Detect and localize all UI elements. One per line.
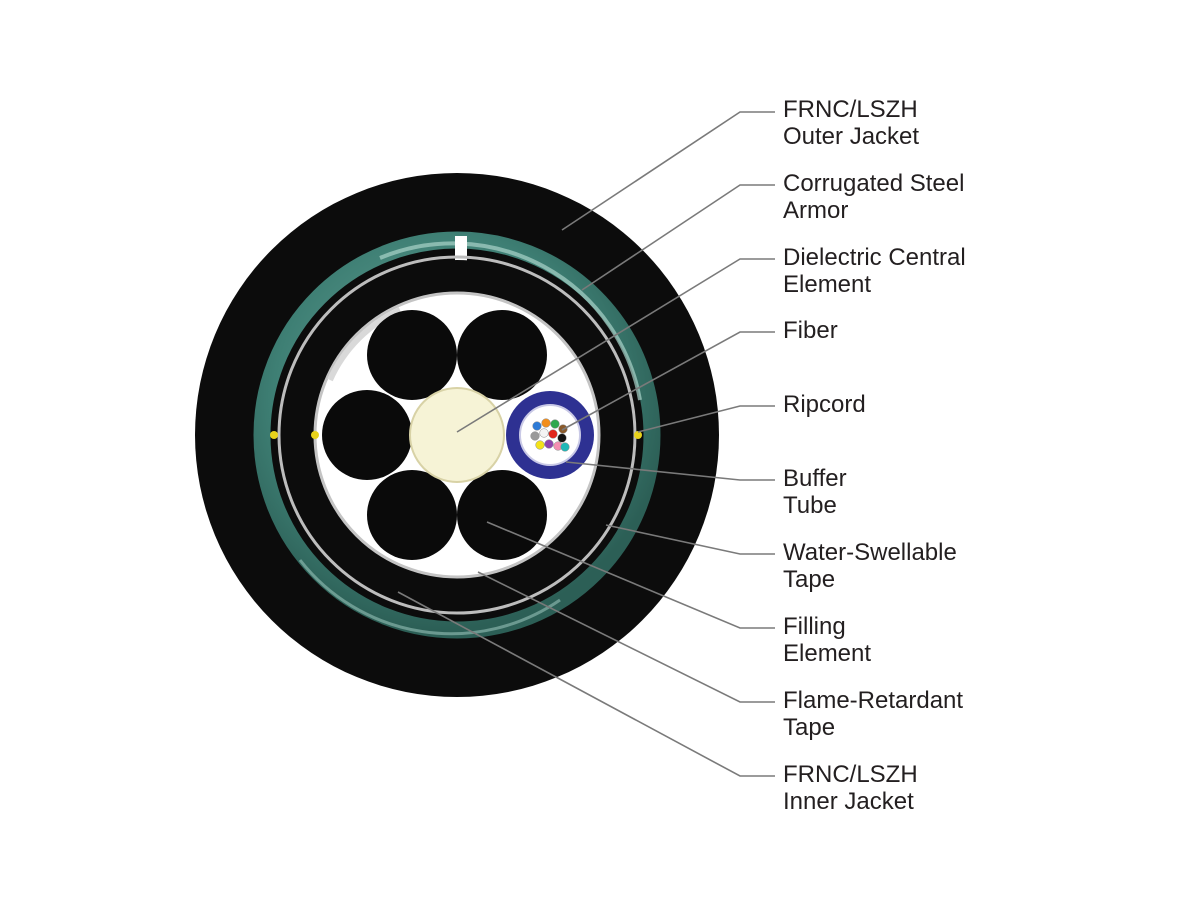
- label-flame-retardant-tape-line2: Tape: [783, 714, 836, 741]
- fiber-12: [560, 442, 570, 452]
- leader-outer-jacket: [561, 111, 775, 231]
- label-buffer-tube: Buffer Tube: [783, 465, 1183, 519]
- fiber-7: [548, 429, 558, 439]
- label-filling-element-line2: Element: [783, 640, 872, 667]
- label-central-element-line1: Dielectric Central: [783, 244, 966, 271]
- fiber-8: [557, 433, 567, 443]
- label-fiber-line1: Fiber: [783, 317, 838, 344]
- filling-element-5: [457, 470, 547, 560]
- label-buffer-tube-line2: Tube: [783, 492, 837, 519]
- fiber-2: [541, 418, 551, 428]
- label-armor-line1: Corrugated Steel: [783, 170, 965, 197]
- label-water-swellable-tape-line2: Tape: [783, 566, 836, 593]
- filling-element-4: [367, 470, 457, 560]
- leader-buffer-tube: [565, 461, 775, 481]
- label-inner-jacket-line2: Inner Jacket: [783, 788, 914, 815]
- fiber-9: [535, 440, 545, 450]
- fiber-6: [539, 428, 549, 438]
- label-inner-jacket-line1: FRNC/LSZH: [783, 761, 918, 788]
- leader-fiber: [561, 331, 775, 431]
- leader-lines: [397, 111, 775, 777]
- leader-ripcord: [637, 405, 775, 433]
- central-element: [409, 387, 505, 483]
- armor-highlight: [379, 241, 642, 401]
- filling-element-3: [322, 390, 412, 480]
- label-filling-element: Filling Element: [783, 613, 1183, 667]
- label-fiber: Fiber: [783, 317, 1183, 344]
- fiber-1: [532, 421, 542, 431]
- filling-element-2: [457, 310, 547, 400]
- label-ripcord-line1: Ripcord: [783, 391, 866, 418]
- leader-armor: [581, 184, 775, 291]
- fiber-bundle: [530, 418, 570, 452]
- label-flame-retardant-tape-line1: Flame-Retardant: [783, 687, 964, 714]
- label-filling-element-line1: Filling: [783, 613, 846, 640]
- core-tape-shading: [327, 307, 402, 382]
- label-outer-jacket-line1: FRNC/LSZH: [783, 96, 918, 123]
- leader-inner-jacket: [397, 591, 775, 777]
- fiber-3: [550, 419, 560, 429]
- fiber-10: [544, 439, 554, 449]
- ripcord-left-outer: [270, 431, 278, 439]
- label-armor-line2: Armor: [783, 197, 849, 224]
- label-outer-jacket-line2: Outer Jacket: [783, 123, 920, 150]
- inner-jacket: [282, 260, 632, 610]
- ripcord-left-inner: [311, 431, 319, 439]
- leader-central-element: [456, 258, 775, 433]
- armor-overlap-gap: [455, 236, 467, 264]
- label-water-swellable-tape-line1: Water-Swellable: [783, 539, 957, 566]
- leader-flame-retardant-tape: [477, 571, 775, 703]
- label-flame-retardant-tape: Flame-Retardant Tape: [783, 687, 1183, 741]
- ripcord-right: [634, 431, 642, 439]
- leader-water-swellable-tape: [605, 524, 775, 555]
- armor-highlight-lower: [298, 559, 561, 636]
- leader-filling-element: [486, 521, 775, 629]
- label-armor: Corrugated Steel Armor: [783, 170, 1183, 224]
- label-water-swellable-tape: Water-Swellable Tape: [783, 539, 1183, 593]
- ripcord-group: [270, 431, 642, 439]
- label-central-element-line2: Element: [783, 271, 872, 298]
- label-inner-jacket: FRNC/LSZH Inner Jacket: [783, 761, 1183, 815]
- label-buffer-tube-line1: Buffer: [783, 465, 847, 492]
- filling-element-1: [367, 310, 457, 400]
- label-central-element: Dielectric Central Element: [783, 244, 1183, 298]
- fiber-5: [530, 431, 540, 441]
- label-outer-jacket: FRNC/LSZH Outer Jacket: [783, 96, 1183, 150]
- label-ripcord: Ripcord: [783, 391, 1183, 418]
